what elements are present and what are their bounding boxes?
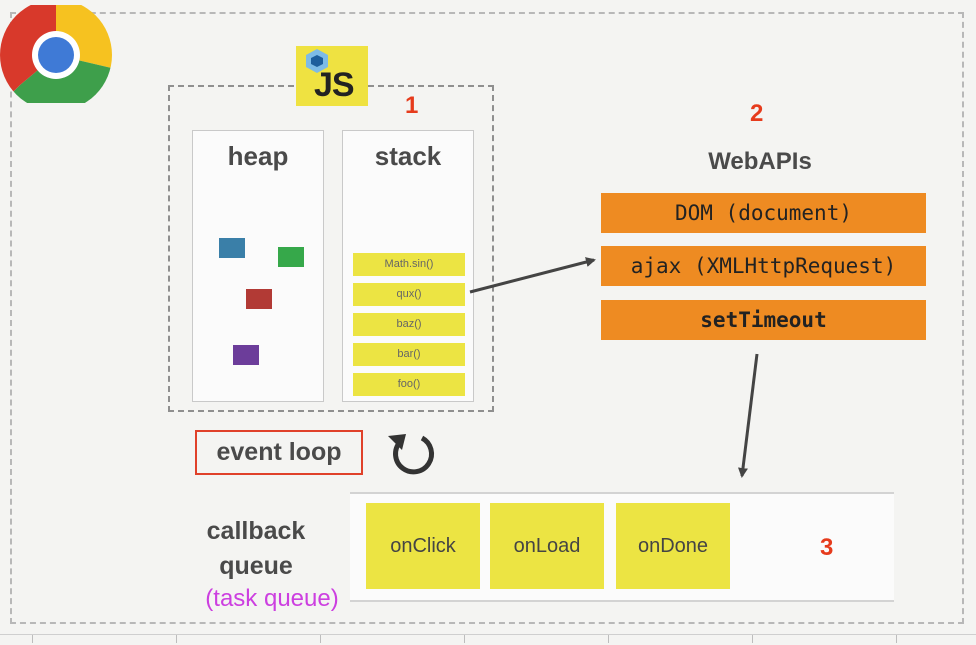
heap-panel: heap <box>192 130 324 402</box>
arrow-webapis-to-queue <box>738 353 759 478</box>
event-loop-label: event loop <box>195 430 363 475</box>
webapis-title: WebAPIs <box>708 148 812 175</box>
heap-object-blue <box>219 238 245 258</box>
section-number-1: 1 <box>405 92 419 119</box>
webpack-style-icon <box>306 49 328 73</box>
heap-title: heap <box>227 141 289 171</box>
webapi-settimeout: setTimeout <box>601 300 926 340</box>
queue-item-onclick: onClick <box>366 503 480 589</box>
heap-object-red <box>246 289 272 309</box>
heap-object-green <box>278 247 304 267</box>
chrome-logo-icon <box>0 5 112 103</box>
stack-title: stack <box>374 141 442 171</box>
heap-object-purple <box>233 345 259 365</box>
webapi-ajax: ajax (XMLHttpRequest) <box>601 246 926 286</box>
callback-queue-title-line2: queue <box>219 552 293 580</box>
browser-boundary <box>10 12 964 624</box>
stack-frame: foo() <box>353 373 465 396</box>
loop-arrow-icon <box>388 434 434 475</box>
stack-frame: baz() <box>353 313 465 336</box>
webapi-dom: DOM (document) <box>601 193 926 233</box>
bottom-ruler <box>0 634 976 645</box>
stack-frame: Math.sin() <box>353 253 465 276</box>
section-number-3: 3 <box>820 534 834 561</box>
task-queue-subtitle: (task queue) <box>205 585 339 612</box>
callback-queue-title-line1: callback <box>206 517 306 545</box>
queue-item-ondone: onDone <box>616 503 730 589</box>
section-number-2: 2 <box>750 100 764 127</box>
stack-panel: stack Math.sin() qux() baz() bar() foo() <box>342 130 474 402</box>
stack-frame: qux() <box>353 283 465 306</box>
queue-item-onload: onLoad <box>490 503 604 589</box>
callback-queue-title: callback queue <box>196 514 316 584</box>
js-logo-text: JS <box>314 66 355 104</box>
stack-frame: bar() <box>353 343 465 366</box>
arrow-stack-to-webapis <box>469 257 596 294</box>
js-logo: JS <box>296 46 368 106</box>
